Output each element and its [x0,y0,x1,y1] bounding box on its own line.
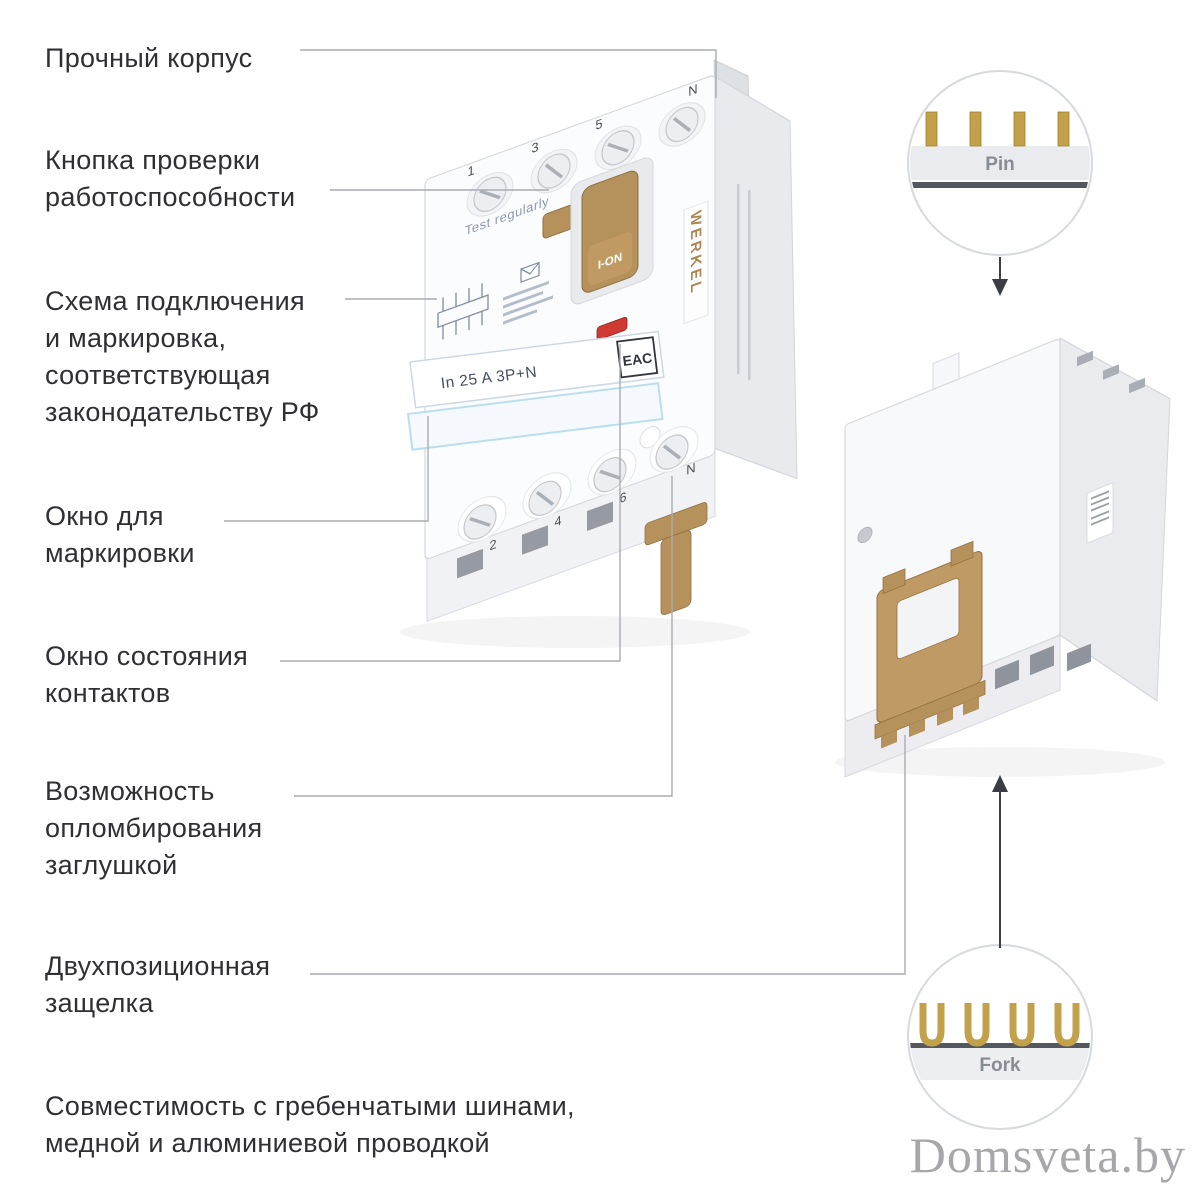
feature-label-durable-housing: Прочный корпус [45,43,253,73]
rear-mounting-hole [857,526,873,544]
front-device-shadow [400,616,750,648]
rear-bottom-slot [1067,643,1091,672]
terminal-number: N [686,460,695,478]
screw-slot [544,163,564,179]
leader-contact-state [280,344,621,662]
rear-top-slot [1129,377,1145,394]
din-slot [457,548,483,579]
screw-slot [469,517,491,527]
pin-contact [1013,111,1026,147]
screw-slot [662,444,682,460]
feature-label-wiring-diagram: Схема подключения и маркировка, соответс… [45,286,320,427]
fork-contact [919,1003,945,1047]
pin-contact [969,111,982,147]
screw-slot [672,116,692,132]
feature-label-busbar-compatibility: Совместимость с гребенчатыми шинами, мед… [45,1091,575,1158]
eac-mark: EAC [616,336,659,379]
rear-device-shadow [835,747,1165,777]
rear-top-slot [1103,364,1119,380]
feature-label-marking-window: Окно для маркировки [45,501,195,568]
feature-label-test-button: Кнопка проверки работоспособности [45,145,296,212]
pin-contact [925,111,938,147]
side-detail-strip [737,183,740,375]
terminal-number: 1 [467,162,474,179]
feature-label-contact-state-window: Окно состояния контактов [45,641,249,708]
top-terminals: 1 3 5 N [466,81,706,217]
rear-device-side [1059,337,1171,702]
sealing-plug-hole [639,425,661,449]
side-detail-strip [748,189,751,381]
front-device: 1 3 5 N Test regularly I-ON WERKEL [400,59,798,648]
eac-text: EAC [622,350,653,369]
rear-bottom-slot [1030,645,1054,676]
pin-arrow-head [992,279,1008,296]
fork-arrow-head [992,775,1008,792]
contact-state-indicator [596,316,628,340]
barcode-sticker [1086,482,1114,544]
feature-label-two-position-latch: Двухпозиционная защелка [45,951,271,1018]
leader-marking-window [224,416,429,522]
pin-contact [1057,111,1070,147]
screw-slot [535,490,555,506]
leader-latch [310,735,906,975]
pin-busbar-body [910,146,1090,180]
fork-label: Fork [979,1055,1021,1076]
terminal-number: 2 [489,536,496,553]
pin-callout: Pin [907,70,1093,296]
feature-label-sealing: Возможность опломбирования заглушкой [45,776,263,880]
front-device-side [714,75,798,480]
fork-callout-circle [907,944,1093,1130]
fork-busbar-edge [910,1043,1090,1048]
toggle-grip [588,232,632,285]
rating-plate: In 25 A 3P+N EAC [409,330,665,409]
spec-text-lines [503,280,553,325]
rear-bottom-slot [995,659,1019,690]
marking-window-frame [406,382,664,451]
pin-label: Pin [985,154,1015,175]
screw-slot [607,142,629,153]
watermark: Domsveta.by [909,1127,1186,1183]
terminal-number: 4 [554,512,562,529]
fork-contact [964,1003,990,1047]
screw-slot [599,469,621,480]
leader-sealing [294,476,673,797]
terminal-number: 3 [531,139,538,156]
terminal-number: 5 [595,116,602,133]
fork-contact [1054,1003,1080,1047]
rear-top-slot [1077,350,1093,367]
din-latch [874,540,986,749]
rating-plate-bg [409,330,665,409]
terminal-number: N [688,81,697,99]
din-slot [522,525,548,555]
wiring-schematic-icon [437,283,489,340]
leader-lines [224,49,906,975]
bottom-terminals: 2 4 6 N [457,426,699,553]
fork-callout: Fork [907,775,1093,1130]
pin-busbar-edge [910,182,1090,188]
brand-logo: WERKEL [687,209,703,298]
mail-icon [520,261,540,283]
front-fixing-clip [644,502,708,616]
brand-plate [683,200,709,325]
rear-device [835,337,1171,778]
din-slot [587,501,613,532]
marking-window [406,382,664,451]
eac-box [616,336,659,379]
leader-durable-housing [300,49,717,98]
fork-busbar-body [910,1048,1090,1080]
terminal-number: 6 [619,489,626,506]
fork-contact [1009,1003,1035,1047]
screw-slot [479,189,501,200]
